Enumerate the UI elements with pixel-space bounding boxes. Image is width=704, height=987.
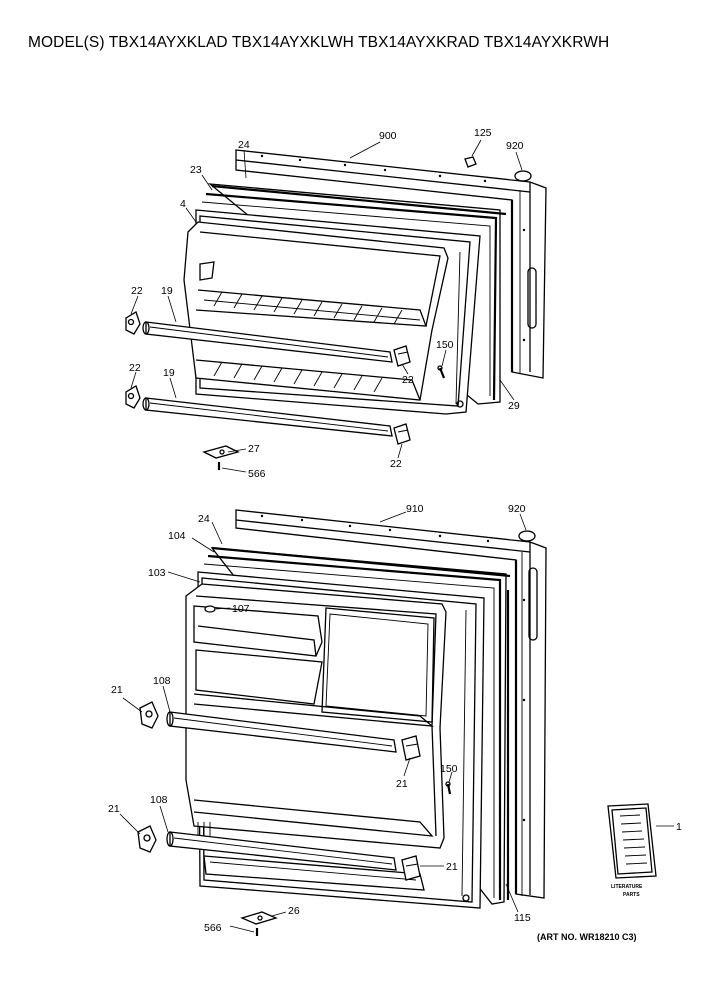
freezer-shelf-bracket: [393, 345, 411, 367]
fresh-food-shelf-bar-upper: [166, 711, 397, 753]
literature-parts-booklet: LITERATURE PARTS: [607, 803, 657, 898]
freezer-part-labels: 900 125 920 24 23 4 22 19 22 19 150 22 2…: [129, 127, 524, 480]
part-label: 125: [474, 127, 492, 139]
part-label: 21: [111, 684, 123, 696]
fresh-food-door-assembly: 910 920 24 104 103 107 21 108 21 150 21 …: [108, 503, 682, 936]
part-label: 19: [161, 285, 173, 297]
part-label: 108: [153, 675, 171, 687]
part-label: 566: [204, 922, 222, 934]
part-label: 150: [436, 339, 454, 351]
literature-label-line2: PARTS: [623, 892, 640, 898]
fresh-food-door-gasket: [203, 546, 511, 905]
part-label: 21: [446, 861, 458, 873]
part-label: 22: [390, 458, 402, 470]
fresh-food-shelf-bracket: [137, 825, 157, 853]
part-label: 107: [232, 603, 250, 615]
literature-label-line1: LITERATURE: [611, 884, 643, 890]
fresh-food-door-stop: [240, 911, 278, 925]
fresh-food-shelf-bar-lower: [166, 831, 397, 871]
model-header: MODEL(S) TBX14AYXKLAD TBX14AYXKLWH TBX14…: [28, 34, 609, 52]
model-number: TBX14AYXKLWH: [231, 34, 354, 51]
fresh-food-door-cap: [518, 530, 536, 542]
part-label: 29: [508, 400, 520, 412]
fresh-food-part-labels: 910 920 24 104 103 107 21 108 21 150 21 …: [108, 503, 682, 934]
part-label: 104: [168, 530, 186, 542]
freezer-door-assembly: 900 125 920 24 23 4 22 19 22 19 150 22 2…: [125, 127, 547, 480]
part-label: 910: [406, 503, 424, 515]
part-label: 22: [131, 285, 143, 297]
fresh-food-leader-lines: [119, 511, 674, 933]
freezer-outer-door-panel: [235, 149, 547, 379]
part-label: 4: [180, 198, 186, 210]
dairy-compartment-button: [204, 605, 216, 613]
part-label: 22: [402, 374, 414, 386]
part-label: 566: [248, 468, 266, 480]
part-label: 108: [150, 794, 168, 806]
model-number: TBX14AYXKRAD: [358, 34, 480, 51]
freezer-shelf-bracket: [393, 423, 411, 445]
freezer-shelf-bracket: [125, 311, 141, 335]
part-label: 26: [288, 905, 300, 917]
freezer-leader-lines: [130, 139, 523, 473]
part-label: 21: [108, 803, 120, 815]
fresh-food-door-screw: [445, 781, 452, 795]
fresh-food-outer-door-panel: [235, 509, 547, 899]
part-label: 27: [248, 443, 260, 455]
model-prefix: MODEL(S): [28, 34, 105, 51]
freezer-door-cap: [514, 170, 532, 182]
freezer-door-stop: [202, 445, 240, 459]
freezer-door-screw: [437, 365, 446, 379]
fresh-food-shelf-bracket: [139, 701, 159, 729]
art-number: (ART NO. WR18210 C3): [537, 932, 637, 942]
fresh-food-inner-door-liner: [185, 571, 485, 909]
freezer-door-plug: [464, 156, 477, 168]
part-label: 24: [238, 139, 250, 151]
fresh-food-shelf-bracket: [401, 855, 421, 881]
model-number: TBX14AYXKRWH: [483, 34, 610, 51]
part-label: 920: [508, 503, 526, 515]
part-label: 150: [440, 763, 458, 775]
fresh-food-shelf-bracket: [401, 735, 421, 761]
freezer-shelf-bracket: [125, 385, 141, 409]
part-label: 24: [198, 513, 210, 525]
part-label: 103: [148, 567, 166, 579]
part-label: 23: [190, 164, 202, 176]
part-label: 22: [129, 362, 141, 374]
freezer-shelf-bar-lower: [142, 397, 393, 437]
part-label: 920: [506, 140, 524, 152]
part-label: 21: [396, 778, 408, 790]
part-label: 19: [163, 367, 175, 379]
part-label: 1: [676, 821, 682, 833]
part-label: 900: [379, 130, 397, 142]
freezer-shelf-bar-upper: [142, 321, 393, 363]
part-label: 115: [514, 912, 531, 924]
model-number: TBX14AYXKLAD: [108, 34, 228, 51]
freezer-inner-door-liner: [183, 209, 481, 415]
